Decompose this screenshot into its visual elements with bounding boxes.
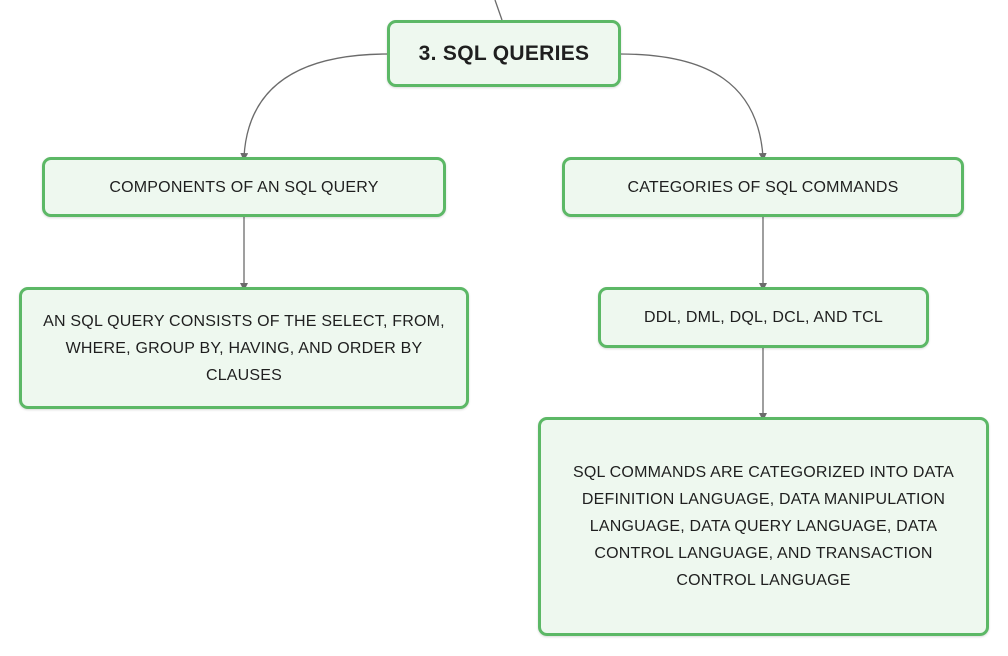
root-node-label: 3. SQL QUERIES — [418, 42, 590, 65]
node-clauses-label: AN SQL QUERY CONSISTS OF THE SELECT, FRO… — [43, 312, 445, 384]
node-categories-of-sql-commands[interactable]: CATEGORIES OF SQL COMMANDS — [562, 157, 964, 217]
node-sql-query-clauses[interactable]: AN SQL QUERY CONSISTS OF THE SELECT, FRO… — [19, 287, 469, 409]
node-explanation-label: SQL COMMANDS ARE CATEGORIZED INTO DATA D… — [573, 464, 954, 589]
node-command-abbreviations[interactable]: DDL, DML, DQL, DCL, AND TCL — [598, 287, 929, 348]
node-components-label: COMPONENTS OF AN SQL QUERY — [109, 178, 379, 196]
node-abbreviations-label: DDL, DML, DQL, DCL, AND TCL — [644, 309, 883, 326]
node-components-of-sql-query[interactable]: COMPONENTS OF AN SQL QUERY — [42, 157, 446, 217]
node-command-categories-explanation[interactable]: SQL COMMANDS ARE CATEGORIZED INTO DATA D… — [538, 417, 989, 636]
connector-root-to-categories — [619, 53, 767, 161]
connector-root-to-components — [240, 53, 389, 161]
connector-incoming-to-root — [494, 0, 503, 21]
node-categories-label: CATEGORIES OF SQL COMMANDS — [627, 178, 899, 196]
root-node-sql-queries[interactable]: 3. SQL QUERIES — [387, 20, 621, 87]
